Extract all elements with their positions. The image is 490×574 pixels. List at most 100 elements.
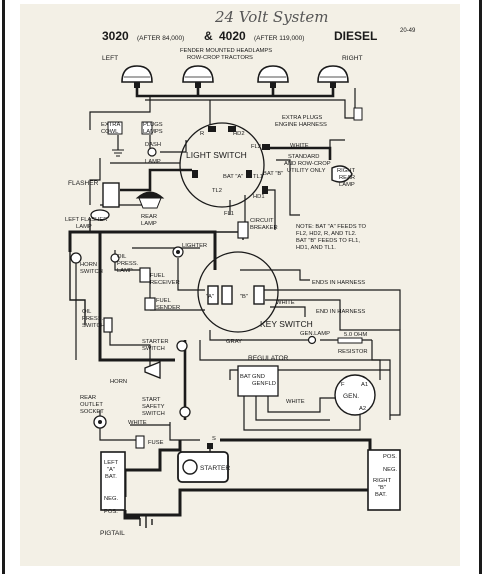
svg-text:EXTRA: EXTRA <box>101 122 120 128</box>
svg-text:SENDER: SENDER <box>156 305 180 311</box>
dash-lamp: DASH LAMP <box>145 142 161 165</box>
headlamp-caption: FENDER MOUNTED HEADLAMPS <box>180 48 272 54</box>
svg-text:REAR: REAR <box>339 175 355 181</box>
svg-text:GND: GND <box>252 374 265 380</box>
headlamp-caption-2: ROW-CROP TRACTORS <box>187 55 253 61</box>
resistor: 5.0 OHM RESISTOR <box>337 332 368 355</box>
plugs-lamps-connector: PLUGS LAMPS <box>141 121 163 135</box>
svg-text:"A": "A" <box>206 294 214 300</box>
svg-text:HORN: HORN <box>110 379 127 385</box>
svg-text:PRESS.: PRESS. <box>82 316 104 322</box>
svg-text:BAT "B": BAT "B" <box>263 171 283 177</box>
white-wire-label-2: WHITE <box>276 300 295 306</box>
svg-text:NOTE: BAT "A" FEEDS TO: NOTE: BAT "A" FEEDS TO <box>296 224 367 230</box>
white-wire-label-3: WHITE <box>286 399 305 405</box>
svg-text:FL1: FL1 <box>224 211 234 217</box>
extra-plugs-engine-harness: EXTRA PLUGS ENGINE HARNESS <box>275 107 363 128</box>
headlamp-harness <box>89 88 360 130</box>
svg-text:STANDARD: STANDARD <box>288 154 319 160</box>
headlamp-1 <box>121 65 153 88</box>
svg-text:SWITCH: SWITCH <box>142 346 165 352</box>
svg-text:DASH: DASH <box>145 142 161 148</box>
svg-text:ENGINE HARNESS: ENGINE HARNESS <box>275 122 327 128</box>
svg-text:SWITCH: SWITCH <box>80 269 103 275</box>
svg-text:(AFTER 119,000): (AFTER 119,000) <box>254 35 304 42</box>
headlamp-2 <box>182 65 214 88</box>
svg-text:BAT "B" FEEDS TO FL1,: BAT "B" FEEDS TO FL1, <box>296 238 360 244</box>
svg-text:LEFT: LEFT <box>104 460 119 466</box>
svg-text:POS.: POS. <box>104 509 118 515</box>
svg-text:LAMP: LAMP <box>339 182 355 188</box>
horn: HORN <box>110 361 161 385</box>
svg-text:RIGHT: RIGHT <box>337 168 355 174</box>
svg-text:LAMP: LAMP <box>145 159 161 165</box>
start-safety-switch: START SAFETY SWITCH <box>142 397 191 418</box>
starter-switch: STARTER SWITCH <box>142 339 188 352</box>
svg-text:KEY SWITCH: KEY SWITCH <box>260 319 313 329</box>
svg-text:SWITCH: SWITCH <box>82 323 105 329</box>
svg-text:REGULATOR: REGULATOR <box>248 355 289 362</box>
svg-text:STARTER: STARTER <box>200 465 230 472</box>
svg-text:OIL: OIL <box>82 309 92 315</box>
main-harness-wires <box>68 218 401 528</box>
svg-text:RECEIVER: RECEIVER <box>150 280 180 286</box>
svg-text:AND ROW-CROP: AND ROW-CROP <box>284 161 331 167</box>
circuit-breaker: CIRCUIT BREAKER <box>237 218 278 239</box>
end-in-harness-label: END IN HARNESS <box>316 309 365 315</box>
svg-text:PLUGS: PLUGS <box>143 122 163 128</box>
lighter: LIGHTER <box>172 243 207 258</box>
battery-feed-note: NOTE: BAT "A" FEEDS TO FL2, HD2, R, AND … <box>296 224 367 251</box>
svg-text:SOCKET: SOCKET <box>80 409 104 415</box>
fuel-receiver: FUEL RECEIVER <box>139 267 180 286</box>
svg-text:POS.: POS. <box>383 454 397 460</box>
svg-text:BREAKER: BREAKER <box>250 225 278 231</box>
pigtail-label: PIGTAIL <box>100 530 125 537</box>
fuse: FUSE <box>135 435 164 449</box>
left-battery-a: LEFT "A" BAT. NEG. POS. <box>100 451 126 515</box>
svg-text:PRESS.: PRESS. <box>117 261 139 267</box>
white-wire-label-4: WHITE <box>128 420 147 426</box>
svg-text:HD1, AND TL1.: HD1, AND TL1. <box>296 245 336 251</box>
headlamp-left-label: LEFT <box>102 55 118 62</box>
svg-text:FUEL: FUEL <box>150 273 166 279</box>
svg-text:LAMP: LAMP <box>141 221 157 227</box>
svg-text:CIRCUIT: CIRCUIT <box>250 218 274 224</box>
svg-text:"B": "B" <box>240 294 248 300</box>
svg-text:(AFTER 84,000): (AFTER 84,000) <box>137 35 184 42</box>
right-rear-lamp: STANDARD AND ROW-CROP UTILITY ONLY RIGHT… <box>284 154 355 188</box>
svg-text:HD1: HD1 <box>253 194 265 200</box>
svg-text:OUTLET: OUTLET <box>80 402 103 408</box>
rear-lamp: REAR LAMP <box>135 191 165 227</box>
svg-text:LIGHT SWITCH: LIGHT SWITCH <box>186 150 247 160</box>
svg-text:UTILITY ONLY: UTILITY ONLY <box>287 168 326 174</box>
right-battery-b: POS. NEG. RIGHT "B" BAT. <box>367 449 401 511</box>
headlamp-4 <box>317 65 349 88</box>
fuel-sender: FUEL SENDER <box>144 297 180 311</box>
svg-text:FLASHER: FLASHER <box>68 180 99 187</box>
left-flasher-lamp: LEFT FLASHER LAMP <box>65 209 110 230</box>
svg-text:REAR: REAR <box>80 395 96 401</box>
horn-switch: HORN SWITCH <box>70 252 103 275</box>
rear-outlet-socket: REAR OUTLET SOCKET <box>80 395 107 429</box>
svg-text:OIL: OIL <box>117 254 127 260</box>
svg-text:LEFT FLASHER: LEFT FLASHER <box>65 217 107 223</box>
starter-motor: STARTER S <box>177 436 230 483</box>
svg-text:LAMP: LAMP <box>117 268 133 274</box>
svg-text:FL2: FL2 <box>251 144 261 150</box>
white-wire-label: WHITE <box>290 143 309 149</box>
oil-pressure-switch: OIL PRESS. SWITCH <box>82 309 113 333</box>
gen-lamp: GEN.LAMP <box>300 331 330 345</box>
headlamp-3 <box>257 65 289 88</box>
svg-text:STARTER: STARTER <box>142 339 169 345</box>
svg-text:LAMP: LAMP <box>76 224 92 230</box>
ends-in-harness-label: ENDS IN HARNESS <box>312 280 365 286</box>
svg-text:FL2, HD2, R, AND TL2.: FL2, HD2, R, AND TL2. <box>296 231 357 237</box>
key-switch: "A" "B" KEY SWITCH <box>197 251 313 333</box>
svg-text:3020: 3020 <box>102 29 129 43</box>
svg-text:FUSE: FUSE <box>148 440 164 446</box>
svg-text:GEN: GEN <box>252 381 265 387</box>
flasher: FLASHER <box>68 180 120 208</box>
svg-text:DIESEL: DIESEL <box>334 29 377 43</box>
svg-text:NEG.: NEG. <box>104 496 119 502</box>
schematic-page: 24 Volt System 20-49 3020 (AFTER 84,000)… <box>20 4 460 566</box>
